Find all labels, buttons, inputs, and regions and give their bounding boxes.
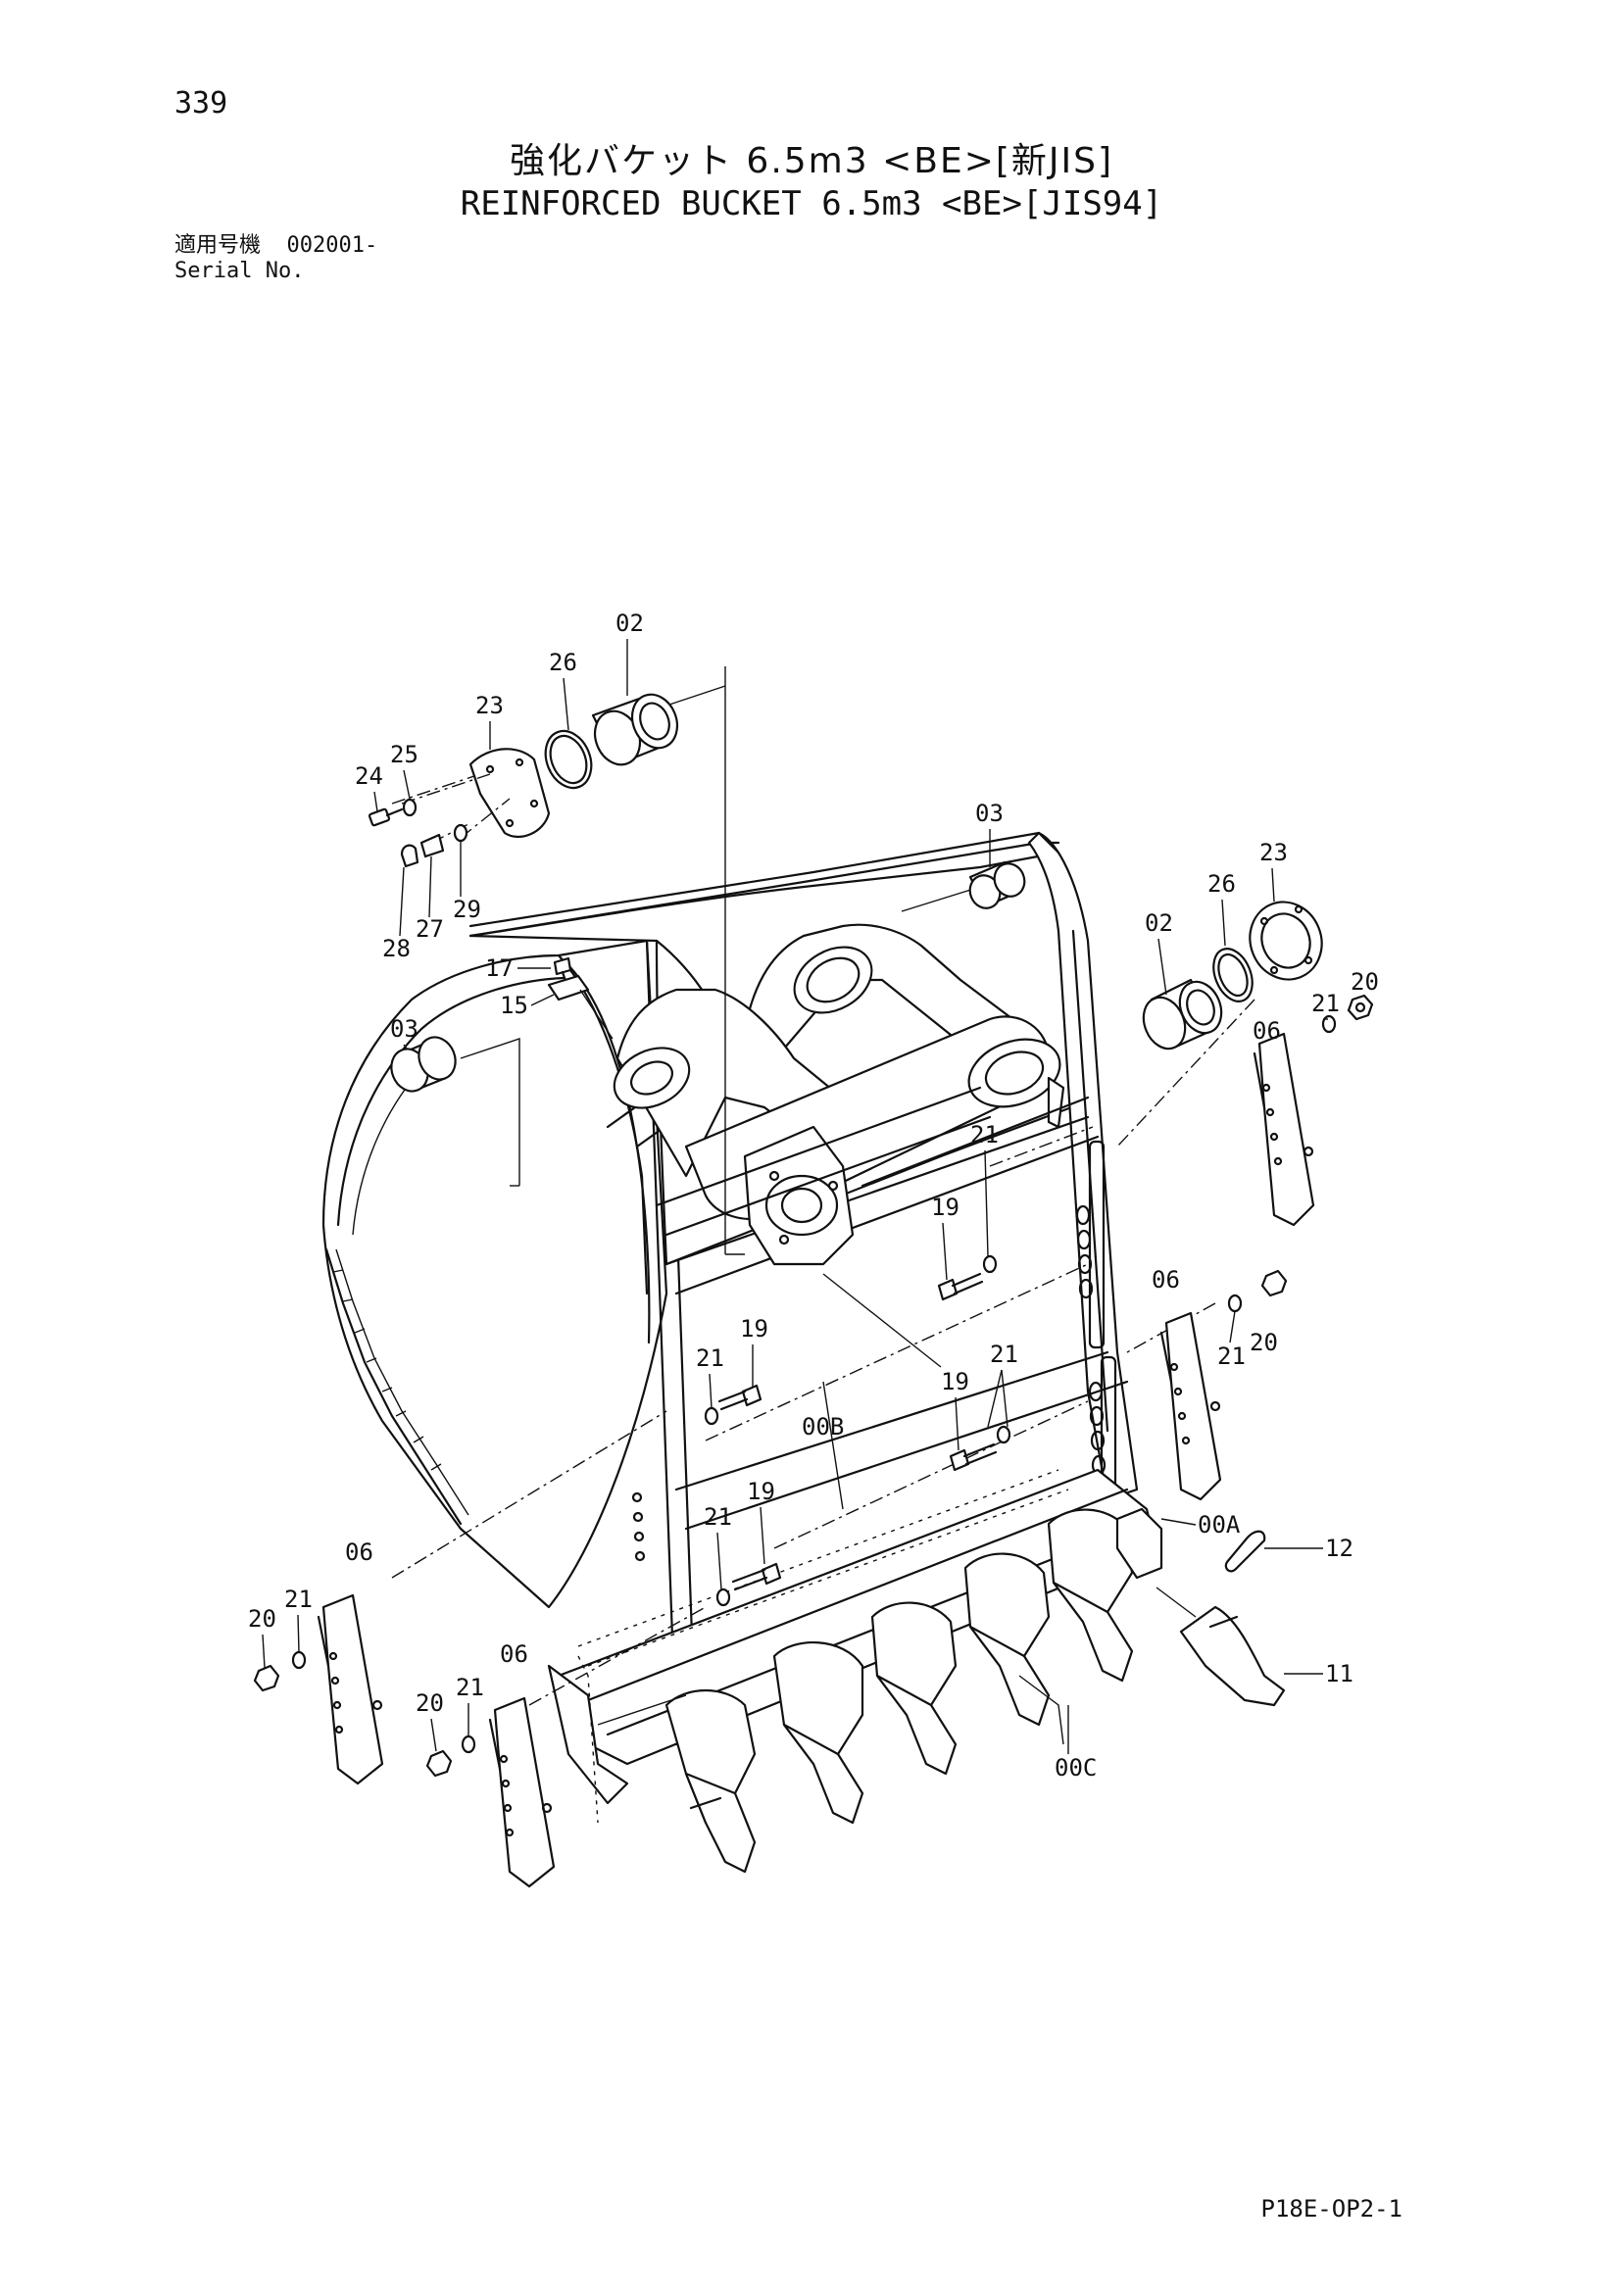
cap-28 [400, 844, 419, 868]
bolt-24 [368, 807, 404, 827]
washer-29 [453, 823, 468, 843]
label-24: 24 [355, 762, 383, 790]
washer-21-c [996, 1425, 1011, 1444]
washer-21-a [982, 1254, 998, 1274]
washer-21-b [704, 1406, 719, 1426]
nut-20-left [253, 1664, 280, 1692]
serial-label-en: Serial No. [174, 259, 305, 283]
label-21-c: 21 [696, 1344, 724, 1372]
page-number: 339 [174, 86, 228, 121]
bushing-03-left [390, 1036, 457, 1093]
label-02-left: 02 [615, 610, 644, 637]
label-25: 25 [390, 741, 418, 768]
label-19-d: 19 [747, 1478, 775, 1505]
bushing-03-top [968, 860, 1026, 909]
shroud-06-right-top [1253, 1032, 1315, 1227]
label-00A: 00A [1198, 1511, 1241, 1539]
plate-23-left [401, 748, 551, 839]
washer-21-bottom [461, 1734, 476, 1754]
tooth-point-11 [1179, 1605, 1286, 1707]
o-ring-26-right [1212, 948, 1254, 1002]
washer-21-right-mid [1227, 1294, 1243, 1313]
nut-20-right-top [1347, 994, 1374, 1021]
boss-brackets [606, 923, 1090, 1266]
tooth-1 [664, 1688, 757, 1874]
bolt-19-b [717, 1384, 762, 1411]
bolt-19-d [731, 1562, 782, 1591]
label-03-left: 03 [390, 1015, 418, 1043]
o-ring-26-left [544, 729, 593, 790]
label-21-e: 21 [704, 1503, 732, 1531]
label-20-right-mid: 20 [1250, 1329, 1278, 1356]
washer-25 [402, 798, 418, 817]
bushing-02-right [1142, 978, 1223, 1050]
label-26-right: 26 [1207, 870, 1236, 898]
pin-12 [1224, 1530, 1266, 1573]
shroud-06-left-bottom [488, 1696, 556, 1888]
label-19-b: 19 [740, 1315, 768, 1343]
nipple-27 [419, 833, 445, 858]
bushing-02-left [591, 693, 679, 766]
drawing-code: P18E-OP2-1 [1260, 2195, 1403, 2223]
washer-21-right-top [1321, 1014, 1337, 1034]
label-00C: 00C [1055, 1754, 1097, 1782]
bolt-19-c [949, 1442, 998, 1472]
label-15: 15 [500, 992, 528, 1019]
label-21-b: 21 [970, 1121, 999, 1148]
serial-block: 適用号機 002001- Serial No. [174, 233, 377, 284]
assembly-lines [391, 666, 1255, 1745]
label-17: 17 [485, 954, 514, 982]
tooth-5 [1047, 1508, 1134, 1683]
label-11: 11 [1325, 1660, 1353, 1687]
label-21-right-mid: 21 [1217, 1343, 1246, 1370]
nut-20-right-mid [1260, 1269, 1288, 1297]
plate-23-right [1249, 901, 1323, 981]
label-06-left-lower: 06 [345, 1539, 373, 1566]
plate-15 [547, 974, 590, 1001]
tooth-4 [963, 1552, 1051, 1727]
cutting-edge-and-teeth [547, 1468, 1163, 1874]
title-english: REINFORCED BUCKET 6.5m3 <BE>[JIS94] [460, 184, 1163, 223]
label-20-right-top: 20 [1351, 968, 1379, 996]
label-06-right-mid: 06 [1152, 1266, 1180, 1294]
label-28: 28 [382, 935, 411, 962]
washer-21-d [715, 1588, 731, 1607]
label-12: 12 [1325, 1535, 1353, 1562]
label-00B: 00B [802, 1413, 844, 1441]
label-21-bottom: 21 [456, 1674, 484, 1701]
label-29: 29 [453, 896, 481, 923]
label-06-left-bottom: 06 [500, 1640, 528, 1668]
label-19-a: 19 [931, 1194, 959, 1221]
label-23-right: 23 [1259, 839, 1288, 866]
serial-label-jp: 適用号機 [174, 233, 262, 258]
part-labels: 02 26 23 25 24 29 27 28 03 23 26 02 17 1… [248, 610, 1379, 1782]
shroud-06-left-lower [317, 1593, 384, 1785]
serial-value: 002001- [286, 233, 378, 258]
label-21-d: 21 [990, 1341, 1018, 1368]
label-21-left: 21 [284, 1586, 313, 1613]
label-02-right: 02 [1145, 909, 1173, 937]
label-03-top: 03 [975, 800, 1004, 827]
label-27: 27 [416, 915, 444, 943]
label-23-left: 23 [475, 692, 504, 719]
title-japanese: 強化バケット 6.5m3 <BE>[新JIS] [509, 141, 1114, 181]
washer-21-left [291, 1650, 307, 1670]
label-21-right-top: 21 [1311, 990, 1340, 1017]
label-06-right-top: 06 [1253, 1017, 1281, 1045]
nut-20-bottom [425, 1749, 453, 1778]
label-19-c: 19 [941, 1368, 969, 1395]
label-20-left: 20 [248, 1605, 276, 1633]
shroud-06-right-mid [1159, 1311, 1222, 1501]
label-20-bottom: 20 [416, 1689, 444, 1717]
label-26-left: 26 [549, 649, 577, 676]
bolt-19-a [937, 1272, 984, 1301]
tooth-2 [772, 1640, 864, 1825]
tooth-3 [870, 1601, 958, 1776]
